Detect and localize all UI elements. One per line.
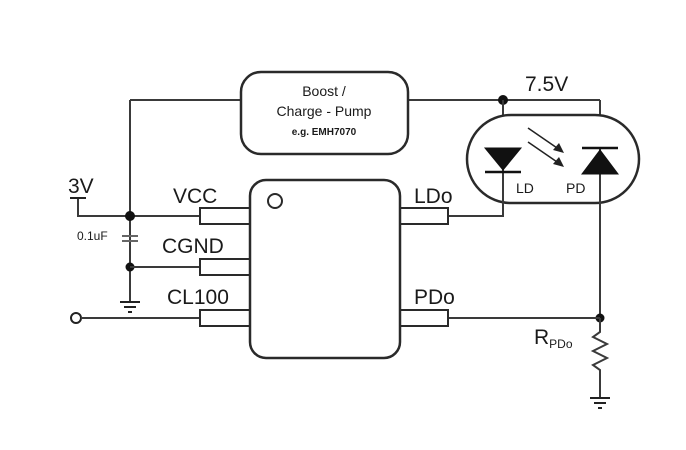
voltage-7v5-label: 7.5V [525, 73, 568, 96]
pin-cgnd [199, 258, 253, 276]
pin1-marker [267, 193, 283, 209]
pin-pdo [397, 309, 449, 327]
ground-icon [120, 301, 140, 313]
label-cl100: CL100 [167, 286, 229, 309]
boost-line2: Charge - Pump [277, 103, 372, 119]
cl100-input-terminal [70, 312, 82, 324]
resistor-rpdo-icon [590, 318, 610, 409]
supply-3v-wire [77, 198, 200, 217]
label-vcc: VCC [173, 185, 217, 208]
boost-line1: Boost / [302, 83, 346, 99]
junction-dot-vcc [125, 211, 135, 221]
capacitor-icon [122, 235, 138, 242]
pin-ldo [397, 207, 449, 225]
label-pdo: PDo [414, 286, 455, 309]
pd-label: PD [566, 180, 585, 196]
label-cgnd: CGND [162, 235, 224, 258]
label-ldo: LDo [414, 185, 453, 208]
laser-diode-icon [483, 147, 523, 180]
light-arrows-icon [527, 127, 564, 167]
pin-vcc [199, 207, 253, 225]
ldo-wire [448, 180, 504, 217]
ic-chip [248, 178, 402, 360]
photodiode-icon [581, 146, 619, 180]
capacitor-label: 0.1uF [77, 229, 108, 243]
optocoupler: LD PD [465, 113, 641, 205]
boost-charge-pump-block: Boost / Charge - Pump e.g. EMH7070 [239, 70, 410, 156]
ld-label: LD [516, 180, 534, 196]
resistor-label: RPDo [534, 326, 573, 351]
voltage-3v-label: 3V [68, 175, 94, 198]
boost-line3: e.g. EMH7070 [292, 127, 357, 138]
pin-cl100 [199, 309, 253, 327]
